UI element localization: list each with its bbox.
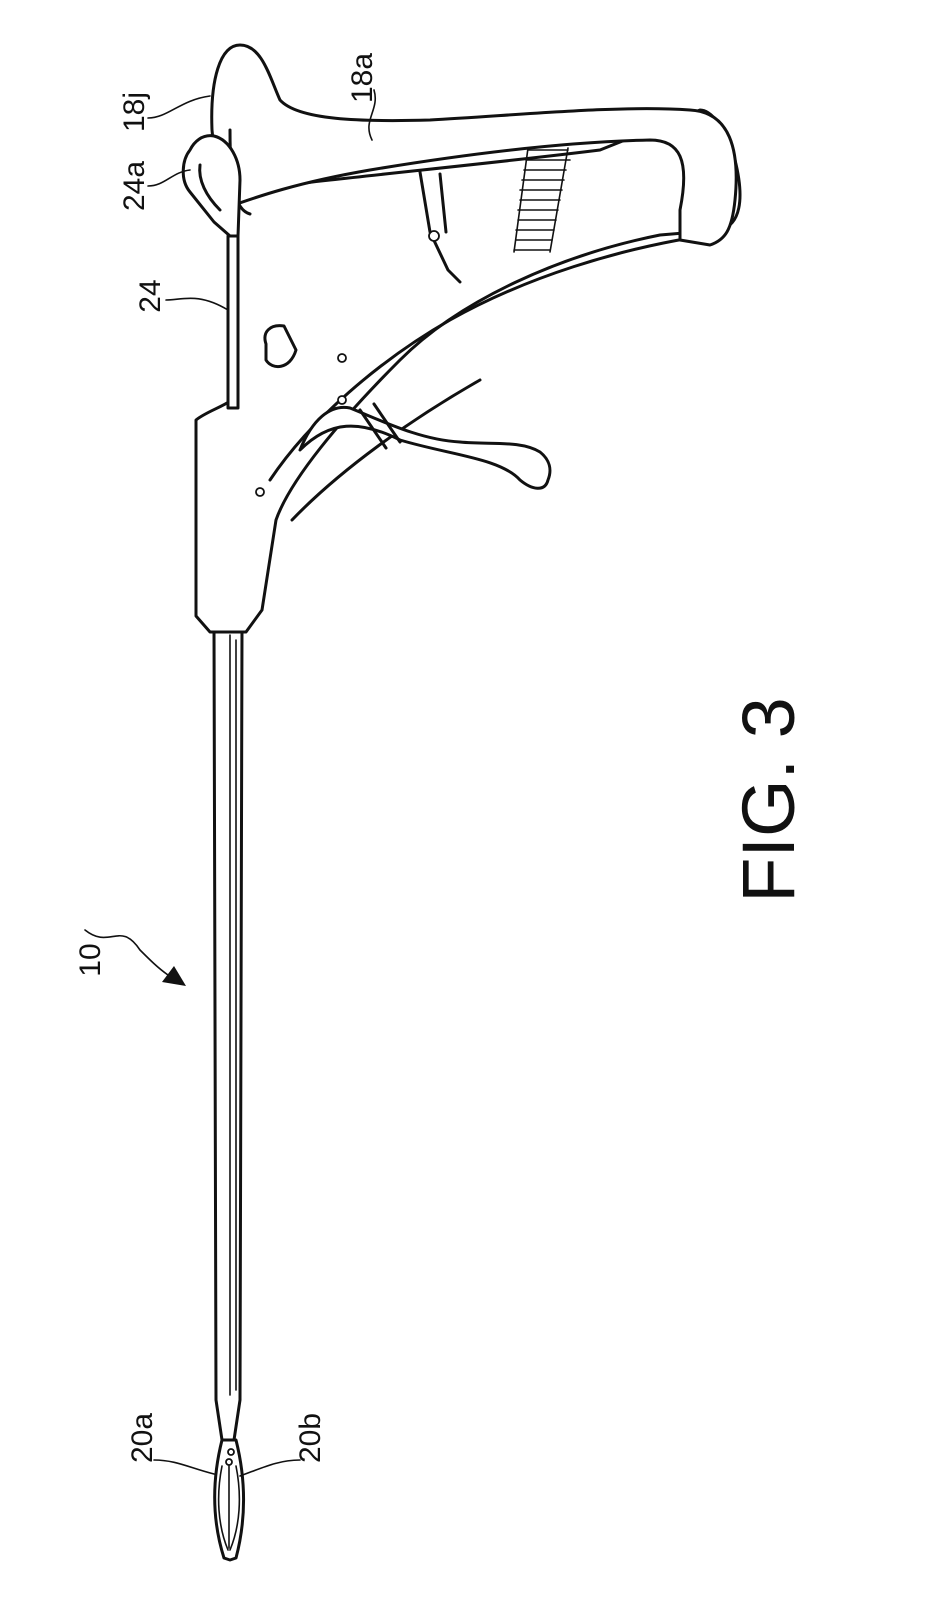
- leader-lines: [84, 89, 377, 1477]
- spring-linkage: [418, 147, 571, 284]
- leader-24a: [147, 169, 191, 187]
- coil-spring: [513, 147, 571, 253]
- leader-18j: [147, 95, 211, 119]
- label-18j: 18j: [118, 92, 151, 132]
- jaw-assembly: [213, 1438, 245, 1562]
- reference-labels: 10 18a 18j 24a 24 20a 20b: [74, 53, 379, 1463]
- label-20a: 20a: [126, 1413, 159, 1463]
- leader-10: [84, 929, 169, 976]
- rod: [226, 234, 240, 410]
- label-24: 24: [134, 279, 167, 312]
- figure-caption: FIG. 3: [727, 697, 810, 903]
- label-10: 10: [74, 943, 107, 976]
- trigger: [298, 402, 552, 490]
- rod-end: [181, 134, 242, 238]
- leader-18a: [368, 89, 377, 141]
- leader-20a: [153, 1459, 215, 1475]
- label-20b: 20b: [294, 1413, 327, 1463]
- label-24a: 24a: [118, 161, 151, 211]
- arrowhead-icon: [162, 966, 186, 986]
- leader-24: [165, 297, 229, 311]
- label-18a: 18a: [346, 53, 379, 103]
- surgical-instrument: [181, 43, 742, 1562]
- shaft: [212, 626, 244, 1442]
- leader-20b: [239, 1459, 301, 1477]
- stud: [263, 324, 298, 369]
